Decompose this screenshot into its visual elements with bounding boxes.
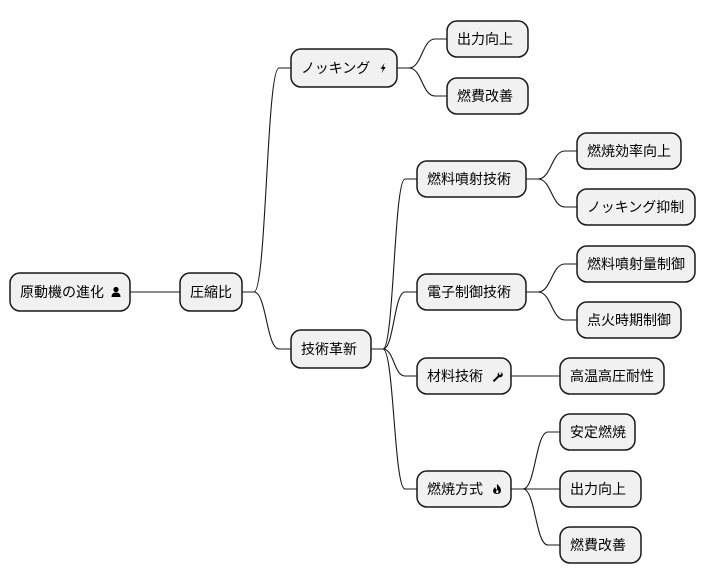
edge-root-0-1-0-1 bbox=[526, 178, 577, 208]
mindmap-node: ノッキング bbox=[290, 48, 398, 88]
mindmap-node: 燃費改善 bbox=[559, 526, 642, 564]
node-label: 高温高圧耐性 bbox=[570, 368, 654, 385]
edge-root-0-0 bbox=[242, 67, 291, 293]
mindmap-node: 燃料噴射技術 bbox=[416, 160, 527, 198]
mindmap-node: 出力向上 bbox=[559, 470, 642, 508]
mindmap-node: 燃焼方式 bbox=[416, 470, 512, 508]
edge-root-0-0-0 bbox=[397, 38, 447, 69]
mindmap-node: 燃焼効率向上 bbox=[576, 132, 682, 170]
node-box bbox=[9, 272, 131, 312]
edge-root-0-0-1 bbox=[397, 67, 447, 97]
edge-root-0-1-1-0 bbox=[526, 263, 577, 293]
node-box bbox=[576, 132, 682, 170]
node-label: 燃費改善 bbox=[570, 537, 626, 554]
node-label: 燃料噴射技術 bbox=[427, 171, 511, 188]
mindmap-node: 電子制御技術 bbox=[416, 273, 527, 311]
node-box bbox=[559, 526, 642, 564]
edge-root-0-1-2 bbox=[371, 348, 417, 377]
edge-root-0-1 bbox=[242, 291, 291, 350]
edge-root-0-1-3 bbox=[371, 348, 417, 490]
node-label: 出力向上 bbox=[570, 482, 626, 498]
node-label: 電子制御技術 bbox=[427, 285, 511, 301]
node-box bbox=[290, 48, 398, 88]
node-box bbox=[446, 77, 529, 115]
root-node: 原動機の進化 bbox=[9, 272, 131, 312]
edge-root-0-1-1 bbox=[371, 291, 417, 350]
node-label: 技術革新 bbox=[301, 342, 357, 358]
node-label: 材料技術 bbox=[427, 369, 483, 385]
mindmap-node: ノッキング抑制 bbox=[576, 188, 696, 226]
node-label: ノッキング抑制 bbox=[587, 200, 684, 216]
node-box bbox=[559, 357, 665, 395]
node-label: 燃焼方式 bbox=[427, 481, 483, 498]
mindmap-node: 出力向上 bbox=[446, 20, 529, 58]
lightning-icon bbox=[380, 63, 386, 73]
mindmap-node: 燃費改善 bbox=[446, 77, 529, 115]
node-label: 点火時期制御 bbox=[587, 313, 671, 329]
edge-root-0-1-0-0 bbox=[526, 150, 577, 180]
node-label: ノッキング bbox=[301, 61, 370, 77]
node-label: 安定燃焼 bbox=[570, 424, 626, 441]
node-label: 原動機の進化 bbox=[20, 285, 104, 301]
mindmap-node: 高温高圧耐性 bbox=[559, 357, 665, 395]
node-box bbox=[446, 20, 529, 58]
edge-root-0-1-3-0 bbox=[511, 431, 560, 490]
node-box bbox=[416, 470, 512, 508]
node-label: 燃焼効率向上 bbox=[587, 143, 671, 160]
node-box bbox=[416, 273, 527, 311]
mindmap-node: 点火時期制御 bbox=[576, 301, 682, 339]
node-box bbox=[559, 413, 636, 451]
user-icon bbox=[111, 286, 121, 297]
node-label: 燃料噴射量制御 bbox=[587, 256, 685, 273]
node-label: 圧縮比 bbox=[190, 285, 232, 301]
node-box bbox=[416, 160, 527, 198]
mindmap-nodes: 原動機の進化圧縮比ノッキング出力向上燃費改善技術革新燃料噴射技術燃焼効率向上ノッ… bbox=[9, 20, 696, 564]
fire-icon bbox=[493, 484, 501, 494]
mindmap-node: 圧縮比 bbox=[179, 272, 243, 312]
edge-root-0-1-0 bbox=[371, 178, 417, 350]
mindmap-edges bbox=[130, 38, 577, 546]
mindmap-node: 材料技術 bbox=[416, 357, 512, 395]
edge-root-0-1-1-1 bbox=[526, 291, 577, 321]
mindmap-node: 安定燃焼 bbox=[559, 413, 636, 451]
mindmap-node: 技術革新 bbox=[290, 329, 372, 369]
node-box bbox=[290, 329, 372, 369]
node-box bbox=[576, 188, 696, 226]
node-box bbox=[179, 272, 243, 312]
node-box bbox=[576, 245, 696, 283]
edge-root-0-1-3-2 bbox=[511, 488, 560, 546]
node-label: 燃費改善 bbox=[457, 88, 513, 105]
node-box bbox=[416, 357, 512, 395]
node-box bbox=[576, 301, 682, 339]
node-label: 出力向上 bbox=[457, 32, 513, 48]
node-box bbox=[559, 470, 642, 508]
mindmap-node: 燃料噴射量制御 bbox=[576, 245, 696, 283]
wrench-icon bbox=[492, 371, 503, 382]
